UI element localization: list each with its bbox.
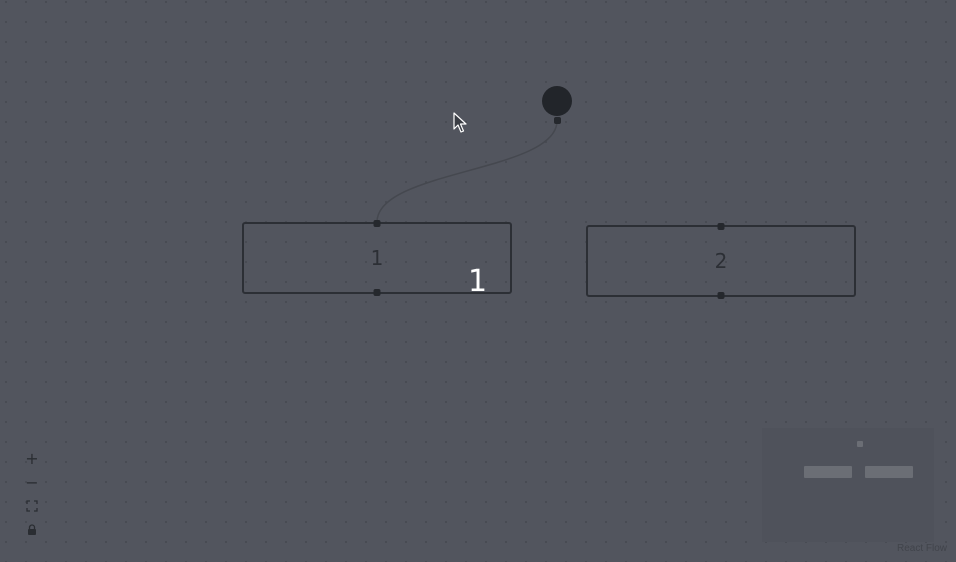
node-1-target-handle[interactable]	[373, 220, 381, 227]
circle-node[interactable]	[542, 86, 572, 116]
mouse-cursor-icon	[453, 112, 467, 133]
attribution-link[interactable]: React Flow	[896, 543, 947, 554]
node-2-target-handle[interactable]	[717, 223, 725, 230]
circle-node-source-handle[interactable]	[554, 117, 561, 124]
minimap-node-1	[804, 466, 852, 478]
minimap-circle-node	[857, 441, 863, 447]
node-2[interactable]: 2	[586, 223, 856, 299]
flow-controls: + −	[20, 446, 44, 542]
fit-view-button[interactable]	[20, 494, 44, 518]
lock-icon	[28, 524, 36, 535]
node-2-label: 2	[714, 249, 728, 273]
minus-icon: −	[25, 472, 39, 492]
node-1[interactable]: 1	[242, 220, 512, 296]
minimap[interactable]	[762, 428, 934, 542]
node-1-source-handle[interactable]	[373, 289, 381, 296]
lock-button[interactable]	[20, 518, 44, 542]
minimap-node-2	[865, 466, 913, 478]
zoom-out-button[interactable]: −	[20, 470, 44, 494]
node-2-source-handle[interactable]	[717, 292, 725, 299]
fit-view-icon	[26, 500, 38, 512]
node-1-label: 1	[370, 246, 384, 270]
plus-icon: +	[25, 448, 39, 468]
edge-label: 1	[468, 264, 488, 299]
zoom-in-button[interactable]: +	[20, 446, 44, 470]
edge-path[interactable]	[376, 120, 558, 223]
